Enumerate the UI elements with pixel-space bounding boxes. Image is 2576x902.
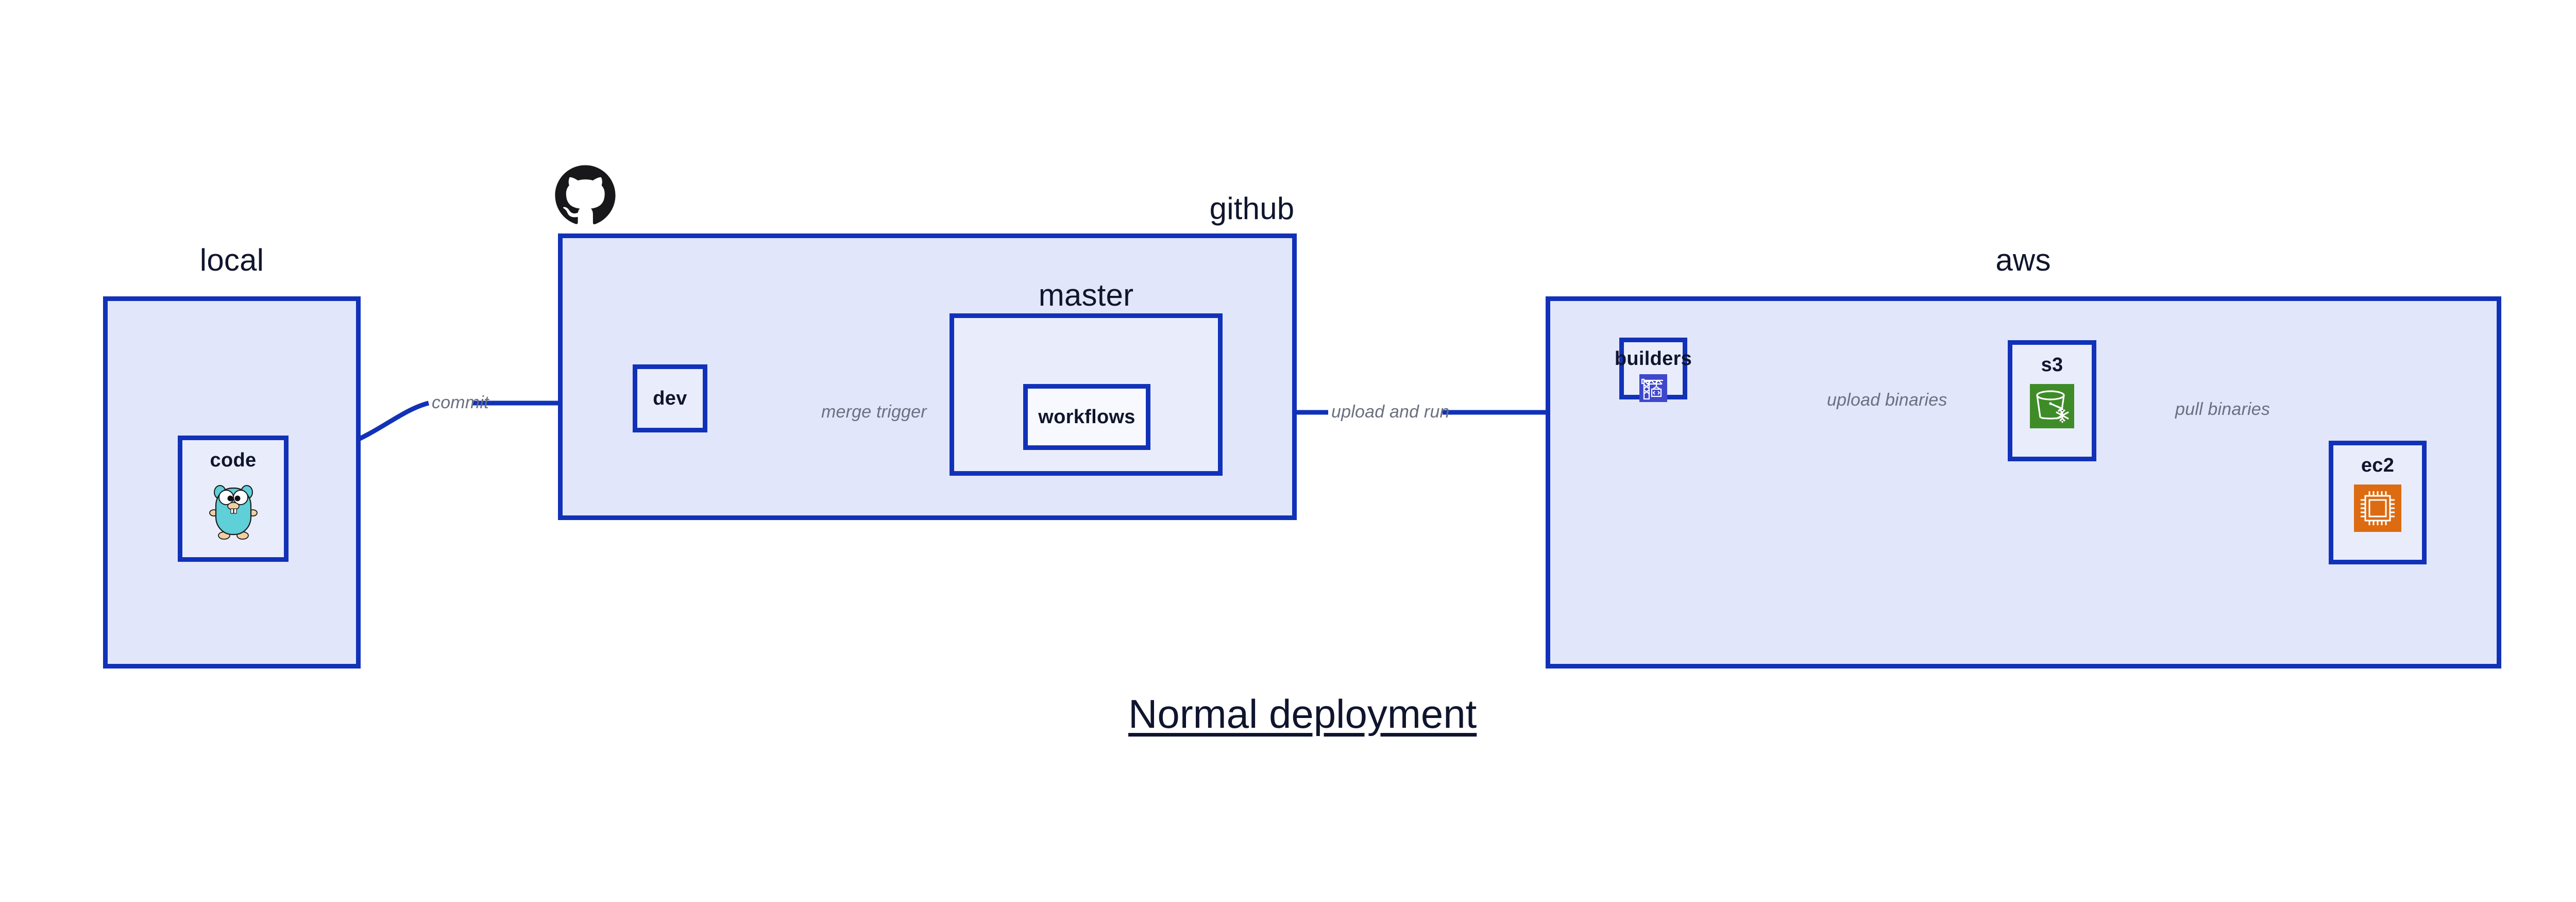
edge-label-pull-binaries: pull binaries <box>2175 399 2270 419</box>
node-builders[interactable]: builders <box>1615 338 1692 402</box>
edge-label-upload-and-run: upload and run <box>1331 402 1450 422</box>
node-ec2[interactable]: ec2 <box>2329 441 2427 564</box>
node-dev[interactable]: dev <box>633 364 707 432</box>
node-s3-label: s3 <box>2041 354 2063 376</box>
aws-s3-bucket-icon <box>2030 384 2074 431</box>
group-label-local: local <box>199 243 264 277</box>
edge-label-merge-trigger: merge trigger <box>821 402 927 422</box>
aws-codebuild-crane-icon <box>1639 374 1667 405</box>
group-label-github: github <box>1209 191 1295 226</box>
node-builders-label: builders <box>1614 348 1692 370</box>
node-s3[interactable]: s3 <box>2008 340 2096 461</box>
node-workflows[interactable]: workflows <box>1023 384 1150 450</box>
node-ec2-label: ec2 <box>2361 455 2395 476</box>
group-label-master: master <box>1038 278 1134 312</box>
edge-label-commit: commit <box>432 393 489 412</box>
node-code-label: code <box>210 449 257 471</box>
page-title: Normal deployment <box>1128 691 1477 737</box>
node-workflows-label: workflows <box>1038 406 1136 428</box>
node-code[interactable]: code <box>178 436 289 562</box>
edge-label-upload-binaries: upload binaries <box>1827 390 1947 410</box>
group-label-aws: aws <box>1995 243 2051 277</box>
node-dev-label: dev <box>653 387 687 409</box>
go-gopher-icon <box>209 479 258 542</box>
aws-ec2-chip-icon <box>2354 485 2401 534</box>
github-octocat-logo <box>554 164 617 229</box>
